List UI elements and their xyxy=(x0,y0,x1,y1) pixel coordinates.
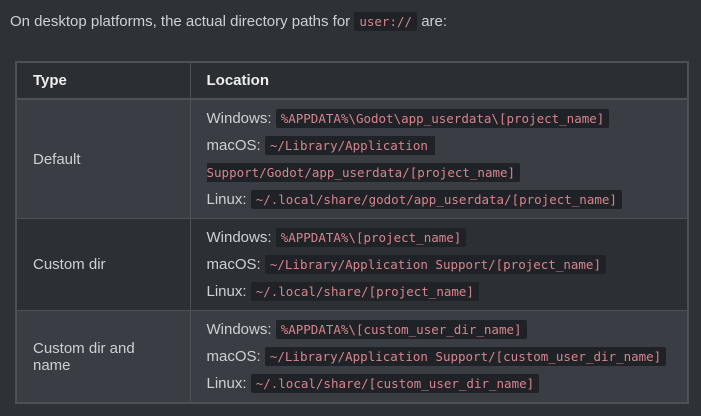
os-label-windows: Windows: xyxy=(206,229,272,246)
col-header-location: Location xyxy=(189,61,689,100)
table-row-default: Default Windows: %APPDATA%\Godot\app_use… xyxy=(15,98,689,219)
table-row-custom-dir: Custom dir Windows: %APPDATA%\[project_n… xyxy=(15,218,689,311)
os-label-macos: macOS: xyxy=(206,137,261,154)
user-scheme-code: user:// xyxy=(354,12,418,31)
location-line-windows: Windows: %APPDATA%\[project_name] xyxy=(207,224,672,251)
intro-paragraph: On desktop platforms, the actual directo… xyxy=(10,11,691,33)
doc-content: On desktop platforms, the actual directo… xyxy=(0,11,701,404)
os-label-linux: Linux: xyxy=(206,283,247,300)
os-label-linux: Linux: xyxy=(206,375,247,392)
location-line-macos: macOS: ~/Library/Application Support/[cu… xyxy=(207,343,672,370)
col-header-type: Type xyxy=(15,61,191,100)
table-header-row: Type Location xyxy=(15,61,689,100)
table-row-custom-dir-and-name: Custom dir and name Windows: %APPDATA%\[… xyxy=(15,310,689,404)
path-code-linux: ~/.local/share/[custom_user_dir_name] xyxy=(250,374,540,393)
location-line-linux: Linux: ~/.local/share/godot/app_userdata… xyxy=(207,186,672,213)
path-code-windows: %APPDATA%\Godot\app_userdata\[project_na… xyxy=(275,109,610,128)
location-line-windows: Windows: %APPDATA%\[custom_user_dir_name… xyxy=(207,316,672,343)
path-code-windows: %APPDATA%\[custom_user_dir_name] xyxy=(275,320,527,339)
os-label-macos: macOS: xyxy=(206,348,261,365)
path-code-macos: ~/Library/Application Support/[project_n… xyxy=(264,255,606,274)
location-cell-custom-dir-and-name: Windows: %APPDATA%\[custom_user_dir_name… xyxy=(189,310,689,404)
location-line-linux: Linux: ~/.local/share/[project_name] xyxy=(207,278,672,305)
location-line-macos: macOS: ~/Library/Application Support/God… xyxy=(206,132,672,186)
path-code-linux: ~/.local/share/[project_name] xyxy=(250,282,479,301)
path-code-macos: ~/Library/Application Support/[custom_us… xyxy=(264,347,667,366)
type-cell-default: Default xyxy=(15,98,191,219)
location-line-linux: Linux: ~/.local/share/[custom_user_dir_n… xyxy=(207,370,672,397)
path-code-linux: ~/.local/share/godot/app_userdata/[proje… xyxy=(250,190,622,209)
location-line-windows: Windows: %APPDATA%\Godot\app_userdata\[p… xyxy=(207,105,672,132)
path-code-windows: %APPDATA%\[project_name] xyxy=(275,228,467,247)
location-line-macos: macOS: ~/Library/Application Support/[pr… xyxy=(207,251,672,278)
intro-text-after: are: xyxy=(421,13,448,30)
os-label-linux: Linux: xyxy=(206,191,247,208)
location-cell-default: Windows: %APPDATA%\Godot\app_userdata\[p… xyxy=(189,98,689,219)
location-cell-custom-dir: Windows: %APPDATA%\[project_name] macOS:… xyxy=(189,218,689,311)
user-paths-table: Type Location Default Windows: %APPDATA%… xyxy=(15,61,689,404)
intro-text-before: On desktop platforms, the actual directo… xyxy=(10,13,351,30)
os-label-macos: macOS: xyxy=(206,256,261,273)
os-label-windows: Windows: xyxy=(206,321,272,338)
type-cell-custom-dir-and-name: Custom dir and name xyxy=(15,310,191,404)
type-cell-custom-dir: Custom dir xyxy=(15,218,191,311)
os-label-windows: Windows: xyxy=(206,110,272,127)
